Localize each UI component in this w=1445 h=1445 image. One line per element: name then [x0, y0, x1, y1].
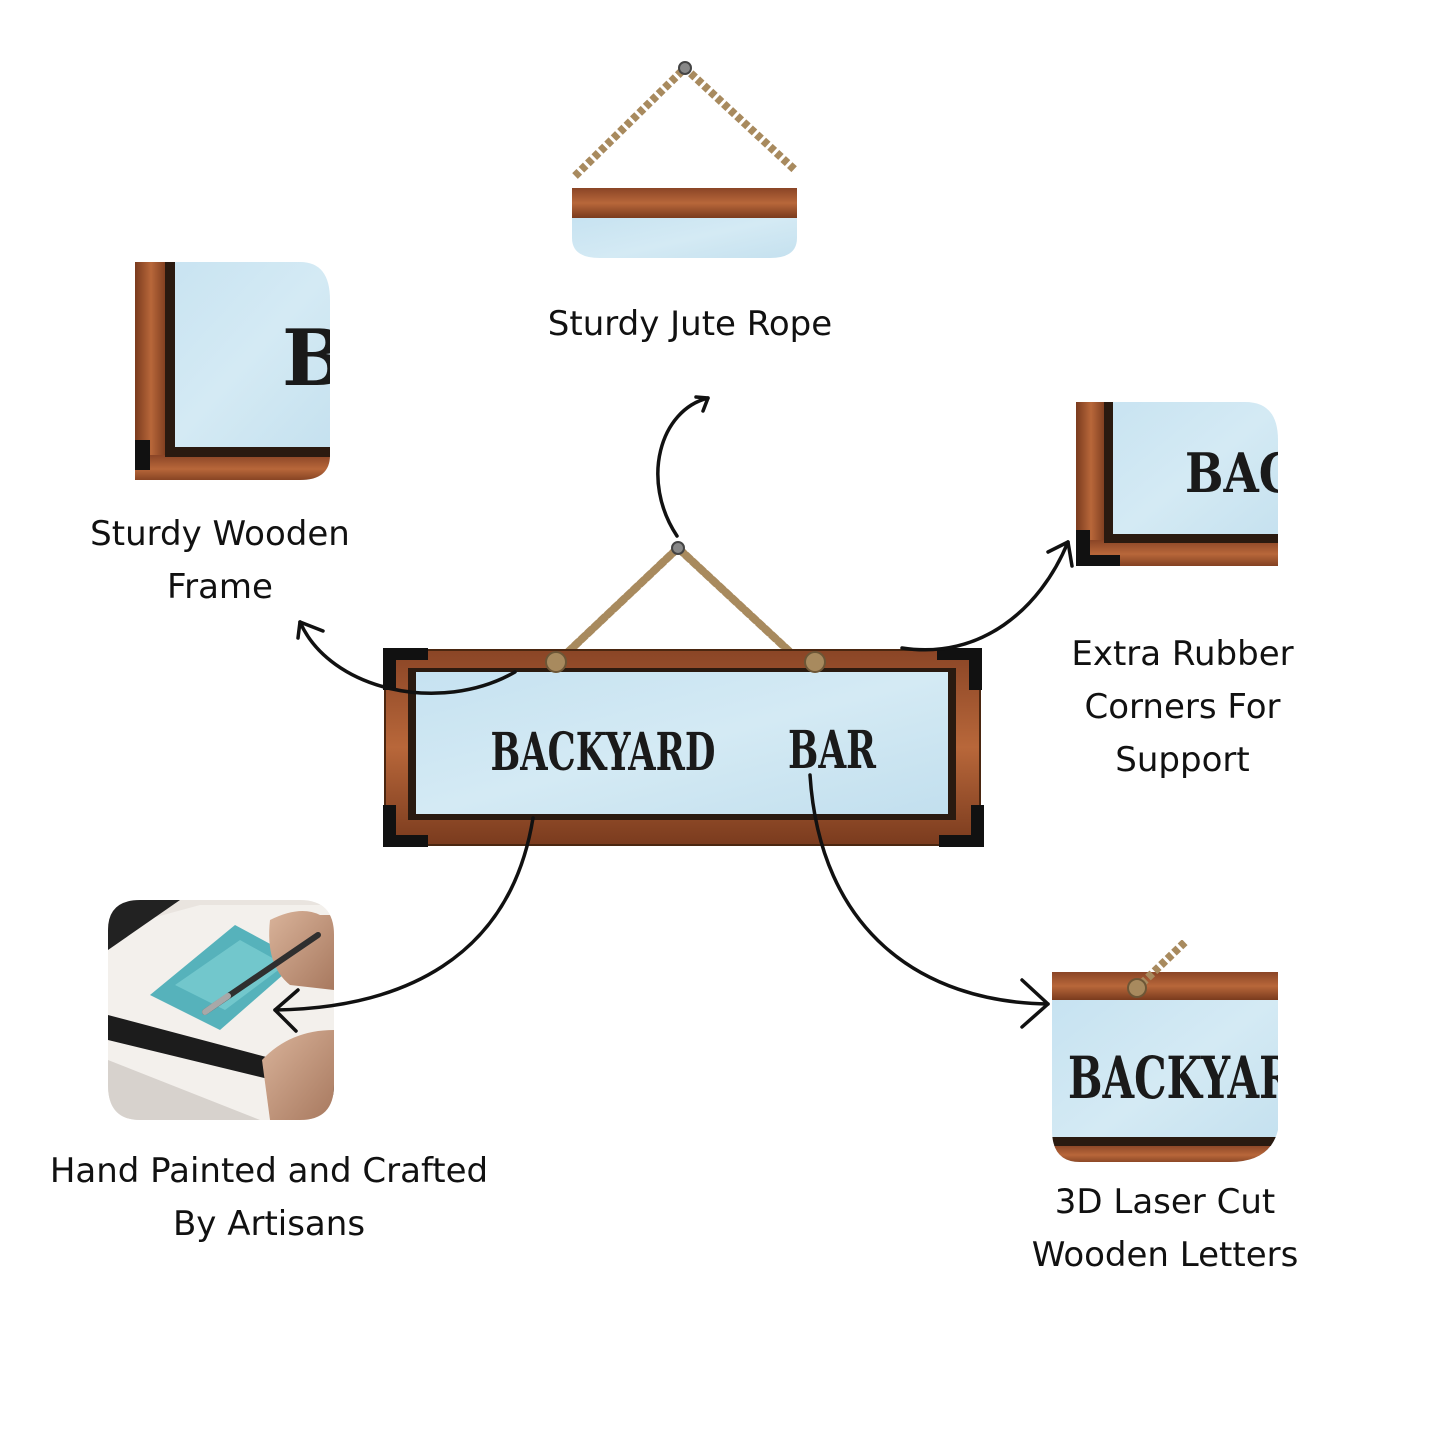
arrow-to-rope-head: [694, 395, 710, 413]
arrow-to-rope: [656, 396, 710, 538]
main-sign-word-backyard: BACKYARD: [491, 722, 716, 783]
main-sign-word-bar: BAR: [788, 720, 877, 781]
arrow-to-letters-head: [1020, 978, 1050, 1029]
arrow-to-corners: [900, 540, 1070, 652]
letters-detail-image: BACKYAR: [1052, 940, 1294, 1162]
corner-detail-image: BAC: [1076, 402, 1295, 566]
rope-knot-left: [545, 651, 567, 673]
arrows: [273, 395, 1074, 1033]
main-sign-nail: [671, 541, 685, 555]
label-hand-painted: Hand Painted and Crafted By Artisans: [10, 1145, 528, 1251]
rubber-corner-tl: [383, 648, 428, 690]
rope-detail-image: [572, 61, 797, 258]
label-line: By Artisans: [172, 1204, 366, 1244]
label-extra-rubber-corners: Extra Rubber Corners For Support: [1010, 628, 1355, 787]
frame-detail-image: B: [135, 262, 348, 480]
label-line: Hand Painted and Crafted: [49, 1151, 489, 1191]
label-3d-laser-cut: 3D Laser Cut Wooden Letters: [995, 1176, 1335, 1282]
arrow-to-frame: [298, 620, 517, 695]
rubber-corner-tr: [937, 648, 982, 690]
corner-crop-letters: BAC: [1185, 441, 1295, 505]
label-sturdy-wooden-frame: Sturdy Wooden Frame: [40, 508, 400, 614]
label-line: Sturdy Jute Rope: [547, 304, 833, 344]
letters-crop-text: BACKYAR: [1068, 1044, 1294, 1112]
label-line: Corners For: [1084, 687, 1281, 727]
arrow-to-painted: [273, 816, 535, 1012]
label-line: 3D Laser Cut: [1054, 1182, 1276, 1222]
label-line: Extra Rubber: [1071, 634, 1294, 674]
arrow-to-corners-head: [1046, 540, 1074, 568]
painting-detail-image: [108, 900, 334, 1120]
arrow-to-letters: [808, 773, 1050, 1006]
rope-knot-right: [804, 651, 826, 673]
main-sign-panel: [416, 672, 948, 814]
rubber-corner-bl: [383, 805, 428, 847]
main-sign-rope: [564, 542, 794, 656]
label-line: Wooden Letters: [1031, 1235, 1299, 1275]
label-line: Support: [1115, 740, 1250, 780]
arrow-to-frame-head: [296, 620, 325, 640]
label-sturdy-jute-rope: Sturdy Jute Rope: [470, 298, 910, 351]
arrow-to-painted-head: [273, 988, 300, 1033]
frame-crop-letter: B: [282, 313, 348, 404]
rubber-corner-br: [939, 805, 984, 847]
label-line: Frame: [167, 567, 273, 607]
main-sign: BACKYARD BAR: [383, 541, 984, 847]
label-line: Sturdy Wooden: [90, 514, 350, 554]
